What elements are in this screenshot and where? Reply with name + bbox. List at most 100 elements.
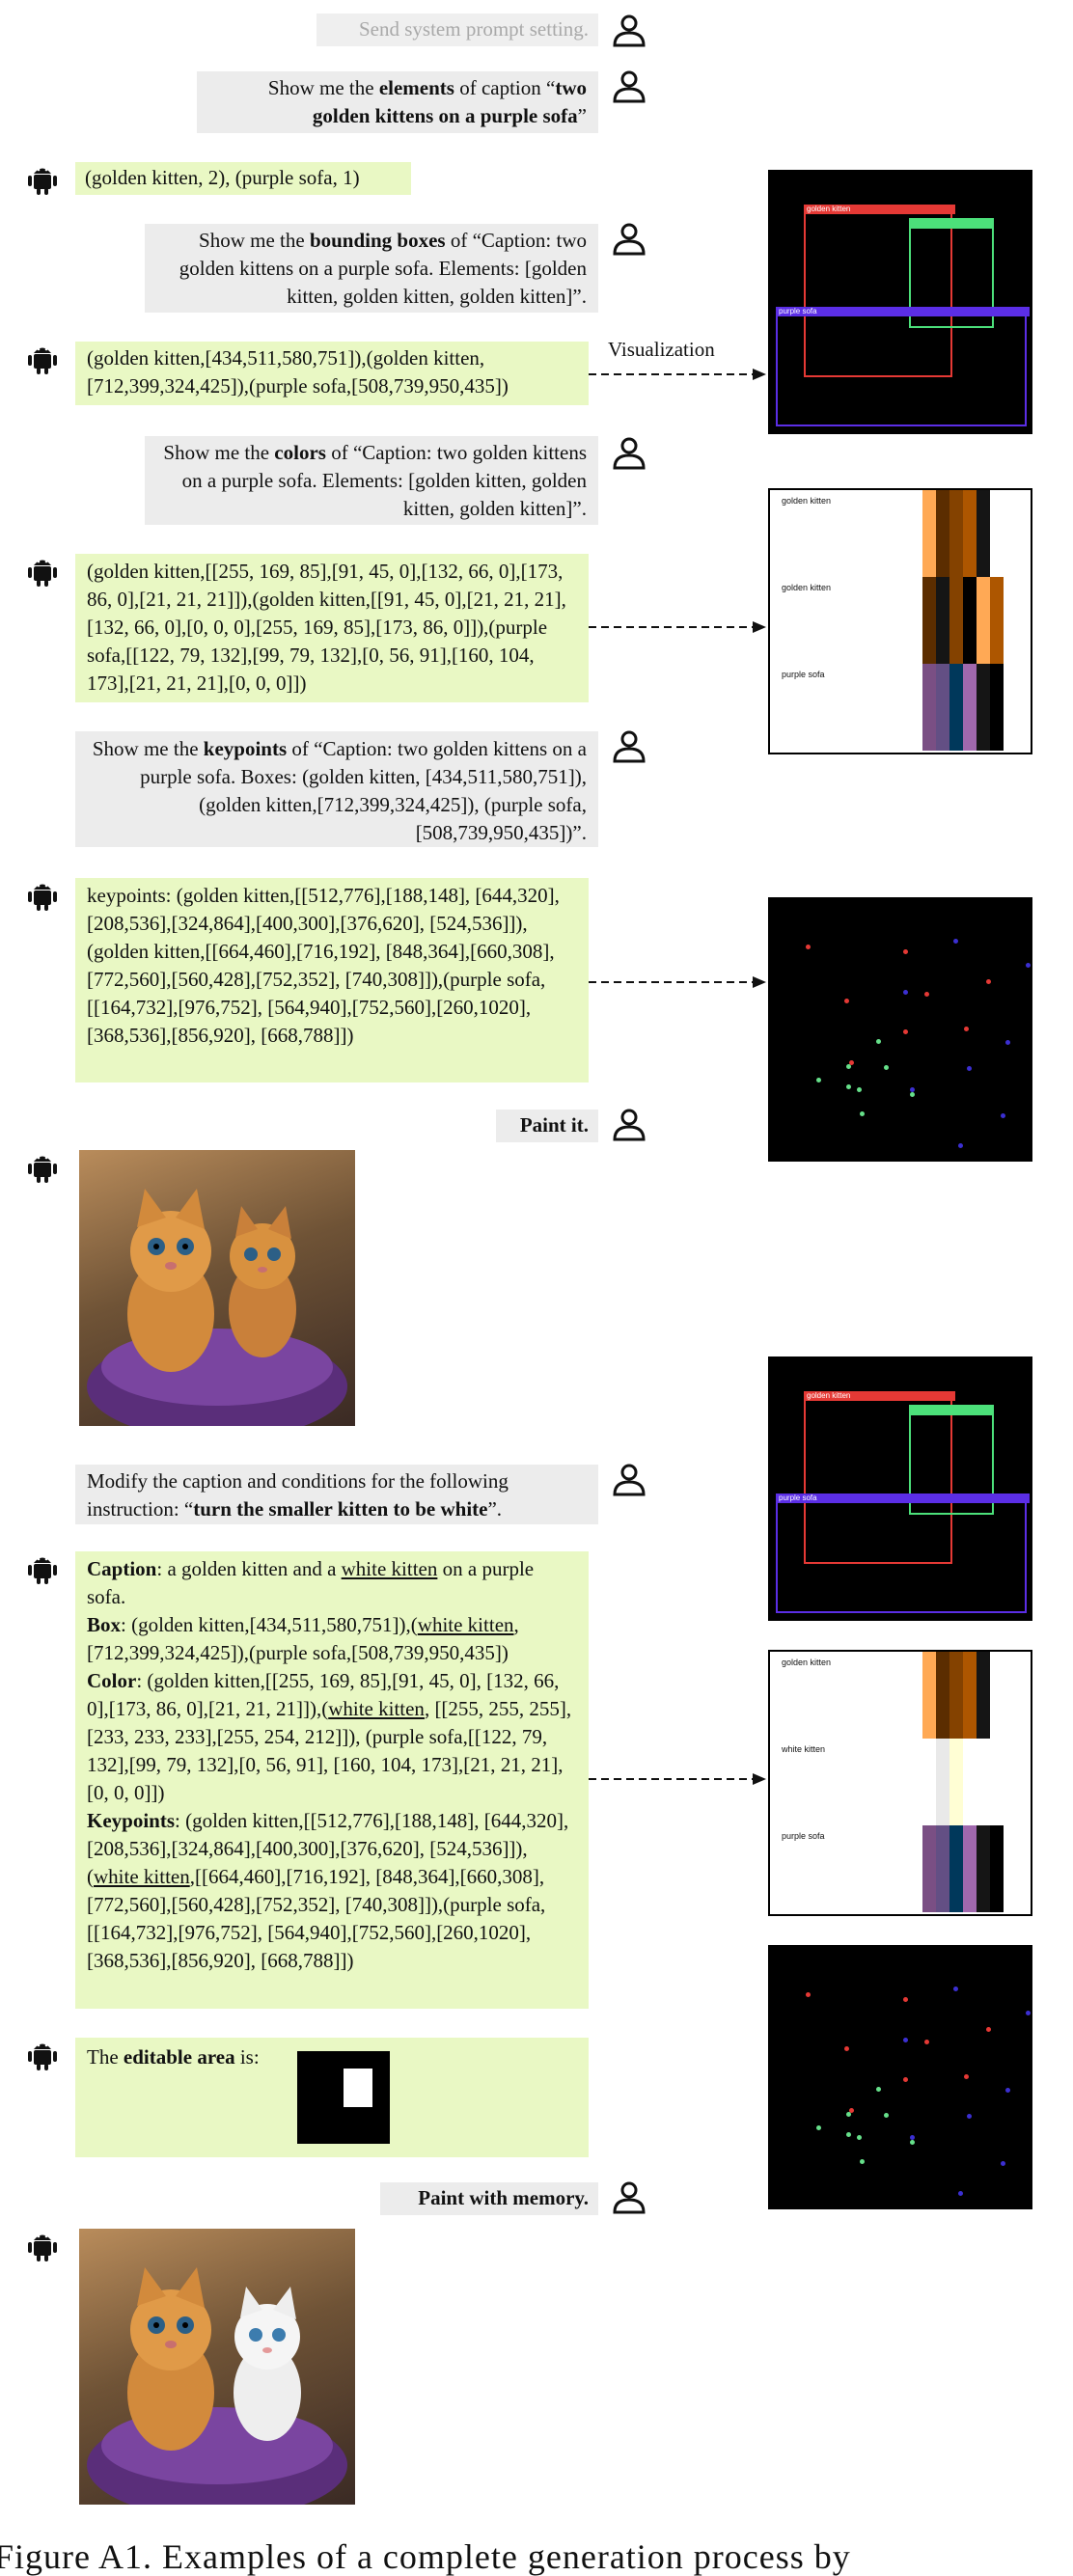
keypoint-red <box>986 2026 992 2032</box>
keypoint-green <box>884 2112 890 2118</box>
keypoint-red <box>903 949 909 955</box>
arrow-colors <box>589 621 766 633</box>
keypoint-green <box>857 1086 863 1092</box>
keypoint-red <box>964 1027 970 1031</box>
android-icon <box>25 1150 60 1190</box>
android-icon <box>25 554 60 593</box>
keypoint-red <box>924 2040 930 2045</box>
user-message-paint-memory: Paint with memory. <box>380 2182 598 2215</box>
keypoint-red <box>848 2107 854 2113</box>
user-icon <box>612 2180 647 2220</box>
user-icon <box>612 1108 647 1147</box>
color-swatch <box>990 1825 1004 1912</box>
user-message-paint: Paint it. <box>496 1110 598 1142</box>
keypoint-blue <box>967 1065 973 1071</box>
bbox-white-kitten <box>909 1405 994 1515</box>
keypoint-green <box>860 1110 866 1116</box>
user-icon <box>612 222 647 261</box>
color-swatch <box>949 1652 963 1739</box>
keypoint-blue <box>967 2113 973 2119</box>
user-icon <box>612 436 647 476</box>
color-swatch <box>963 577 977 664</box>
generated-image-golden-and-white-kitten <box>79 2229 355 2505</box>
keypoint-blue <box>1000 2161 1005 2167</box>
keypoint-green <box>876 2086 882 2092</box>
keypoint-blue <box>957 2191 963 2197</box>
keypoint-green <box>845 1083 851 1089</box>
editable-area-mask <box>297 2051 390 2144</box>
keypoint-green <box>816 1078 822 1083</box>
color-swatch <box>922 664 936 751</box>
color-swatch <box>922 1825 936 1912</box>
android-icon <box>25 878 60 918</box>
android-icon <box>25 2038 60 2077</box>
keypoint-green <box>884 1064 890 1070</box>
keypoint-blue <box>903 990 909 996</box>
android-icon <box>25 162 60 202</box>
keypoint-red <box>903 1997 909 2003</box>
android-icon <box>25 2229 60 2268</box>
user-icon <box>612 14 647 53</box>
color-swatch <box>949 1739 963 1825</box>
keypoint-blue <box>1000 1113 1005 1119</box>
visualization-label: Visualization <box>608 338 715 361</box>
android-icon <box>25 342 60 381</box>
color-swatch <box>936 1739 949 1825</box>
keypoint-red <box>924 992 930 998</box>
keypoint-red <box>964 2074 970 2079</box>
keypoint-blue <box>957 1143 963 1149</box>
user-icon <box>612 729 647 769</box>
color-swatch <box>963 664 977 751</box>
keypoint-red <box>903 2077 909 2083</box>
keypoint-blue <box>909 2134 915 2140</box>
keypoint-blue <box>1005 2087 1011 2093</box>
user-message-keypoints: Show me the keypoints of “Caption: two g… <box>75 731 598 847</box>
editable-area-region <box>344 2069 372 2107</box>
color-swatch <box>990 577 1004 664</box>
keypoint-green <box>845 2131 851 2137</box>
color-palette-1: golden kitten golden kitten purple sofa <box>768 488 1032 754</box>
color-swatch <box>936 577 949 664</box>
bot-message-colors: (golden kitten,[[255, 169, 85],[91, 45, … <box>75 554 589 702</box>
bot-message-modified-conditions: Caption: a golden kitten and a white kit… <box>75 1551 589 2009</box>
user-message-modify: Modify the caption and conditions for th… <box>75 1465 598 1524</box>
bbox-golden-kitten-2 <box>909 218 994 328</box>
keypoint-blue <box>1005 1039 1011 1045</box>
user-message-boxes: Show me the bounding boxes of “Caption: … <box>145 224 598 313</box>
keypoint-visualization-2 <box>768 1945 1032 2209</box>
keypoint-red <box>805 1992 811 1998</box>
color-swatch <box>977 664 990 751</box>
color-swatch <box>936 1825 949 1912</box>
color-swatch <box>977 1825 990 1912</box>
bbox-purple-sofa: purple sofa <box>776 1494 1030 1613</box>
color-swatch <box>936 490 949 577</box>
color-swatch <box>977 577 990 664</box>
arrow-keypoints <box>589 976 766 988</box>
arrow-modified <box>589 1773 766 1785</box>
bot-message-elements: (golden kitten, 2), (purple sofa, 1) <box>75 162 411 195</box>
bbox-purple-sofa: purple sofa <box>776 307 1030 426</box>
bot-message-boxes: (golden kitten,[434,511,580,751]),(golde… <box>75 342 589 405</box>
keypoint-blue <box>952 1986 958 1991</box>
color-swatch <box>949 577 963 664</box>
keypoint-red <box>848 1059 854 1065</box>
keypoint-red <box>986 978 992 984</box>
box-visualization-1: golden kitten purple sofa <box>768 170 1032 434</box>
bot-message-keypoints: keypoints: (golden kitten,[[512,776],[18… <box>75 878 589 1082</box>
box-visualization-2: golden kitten purple sofa <box>768 1357 1032 1621</box>
keypoint-blue <box>952 938 958 944</box>
keypoint-green <box>857 2134 863 2140</box>
color-swatch <box>922 1739 936 1825</box>
keypoint-green <box>909 2140 915 2146</box>
keypoint-blue <box>1025 963 1031 969</box>
color-swatch <box>922 577 936 664</box>
bbox-golden-kitten-1: golden kitten <box>804 205 955 377</box>
arrow-boxes <box>589 369 766 380</box>
system-prompt-message: Send system prompt setting. <box>316 14 598 46</box>
color-swatch <box>922 490 936 577</box>
keypoint-blue <box>903 2038 909 2043</box>
color-swatch <box>963 1652 977 1739</box>
color-swatch <box>977 1652 990 1739</box>
figure-caption: Figure A1. Examples of a complete genera… <box>0 2537 851 2576</box>
keypoint-red <box>805 945 811 950</box>
